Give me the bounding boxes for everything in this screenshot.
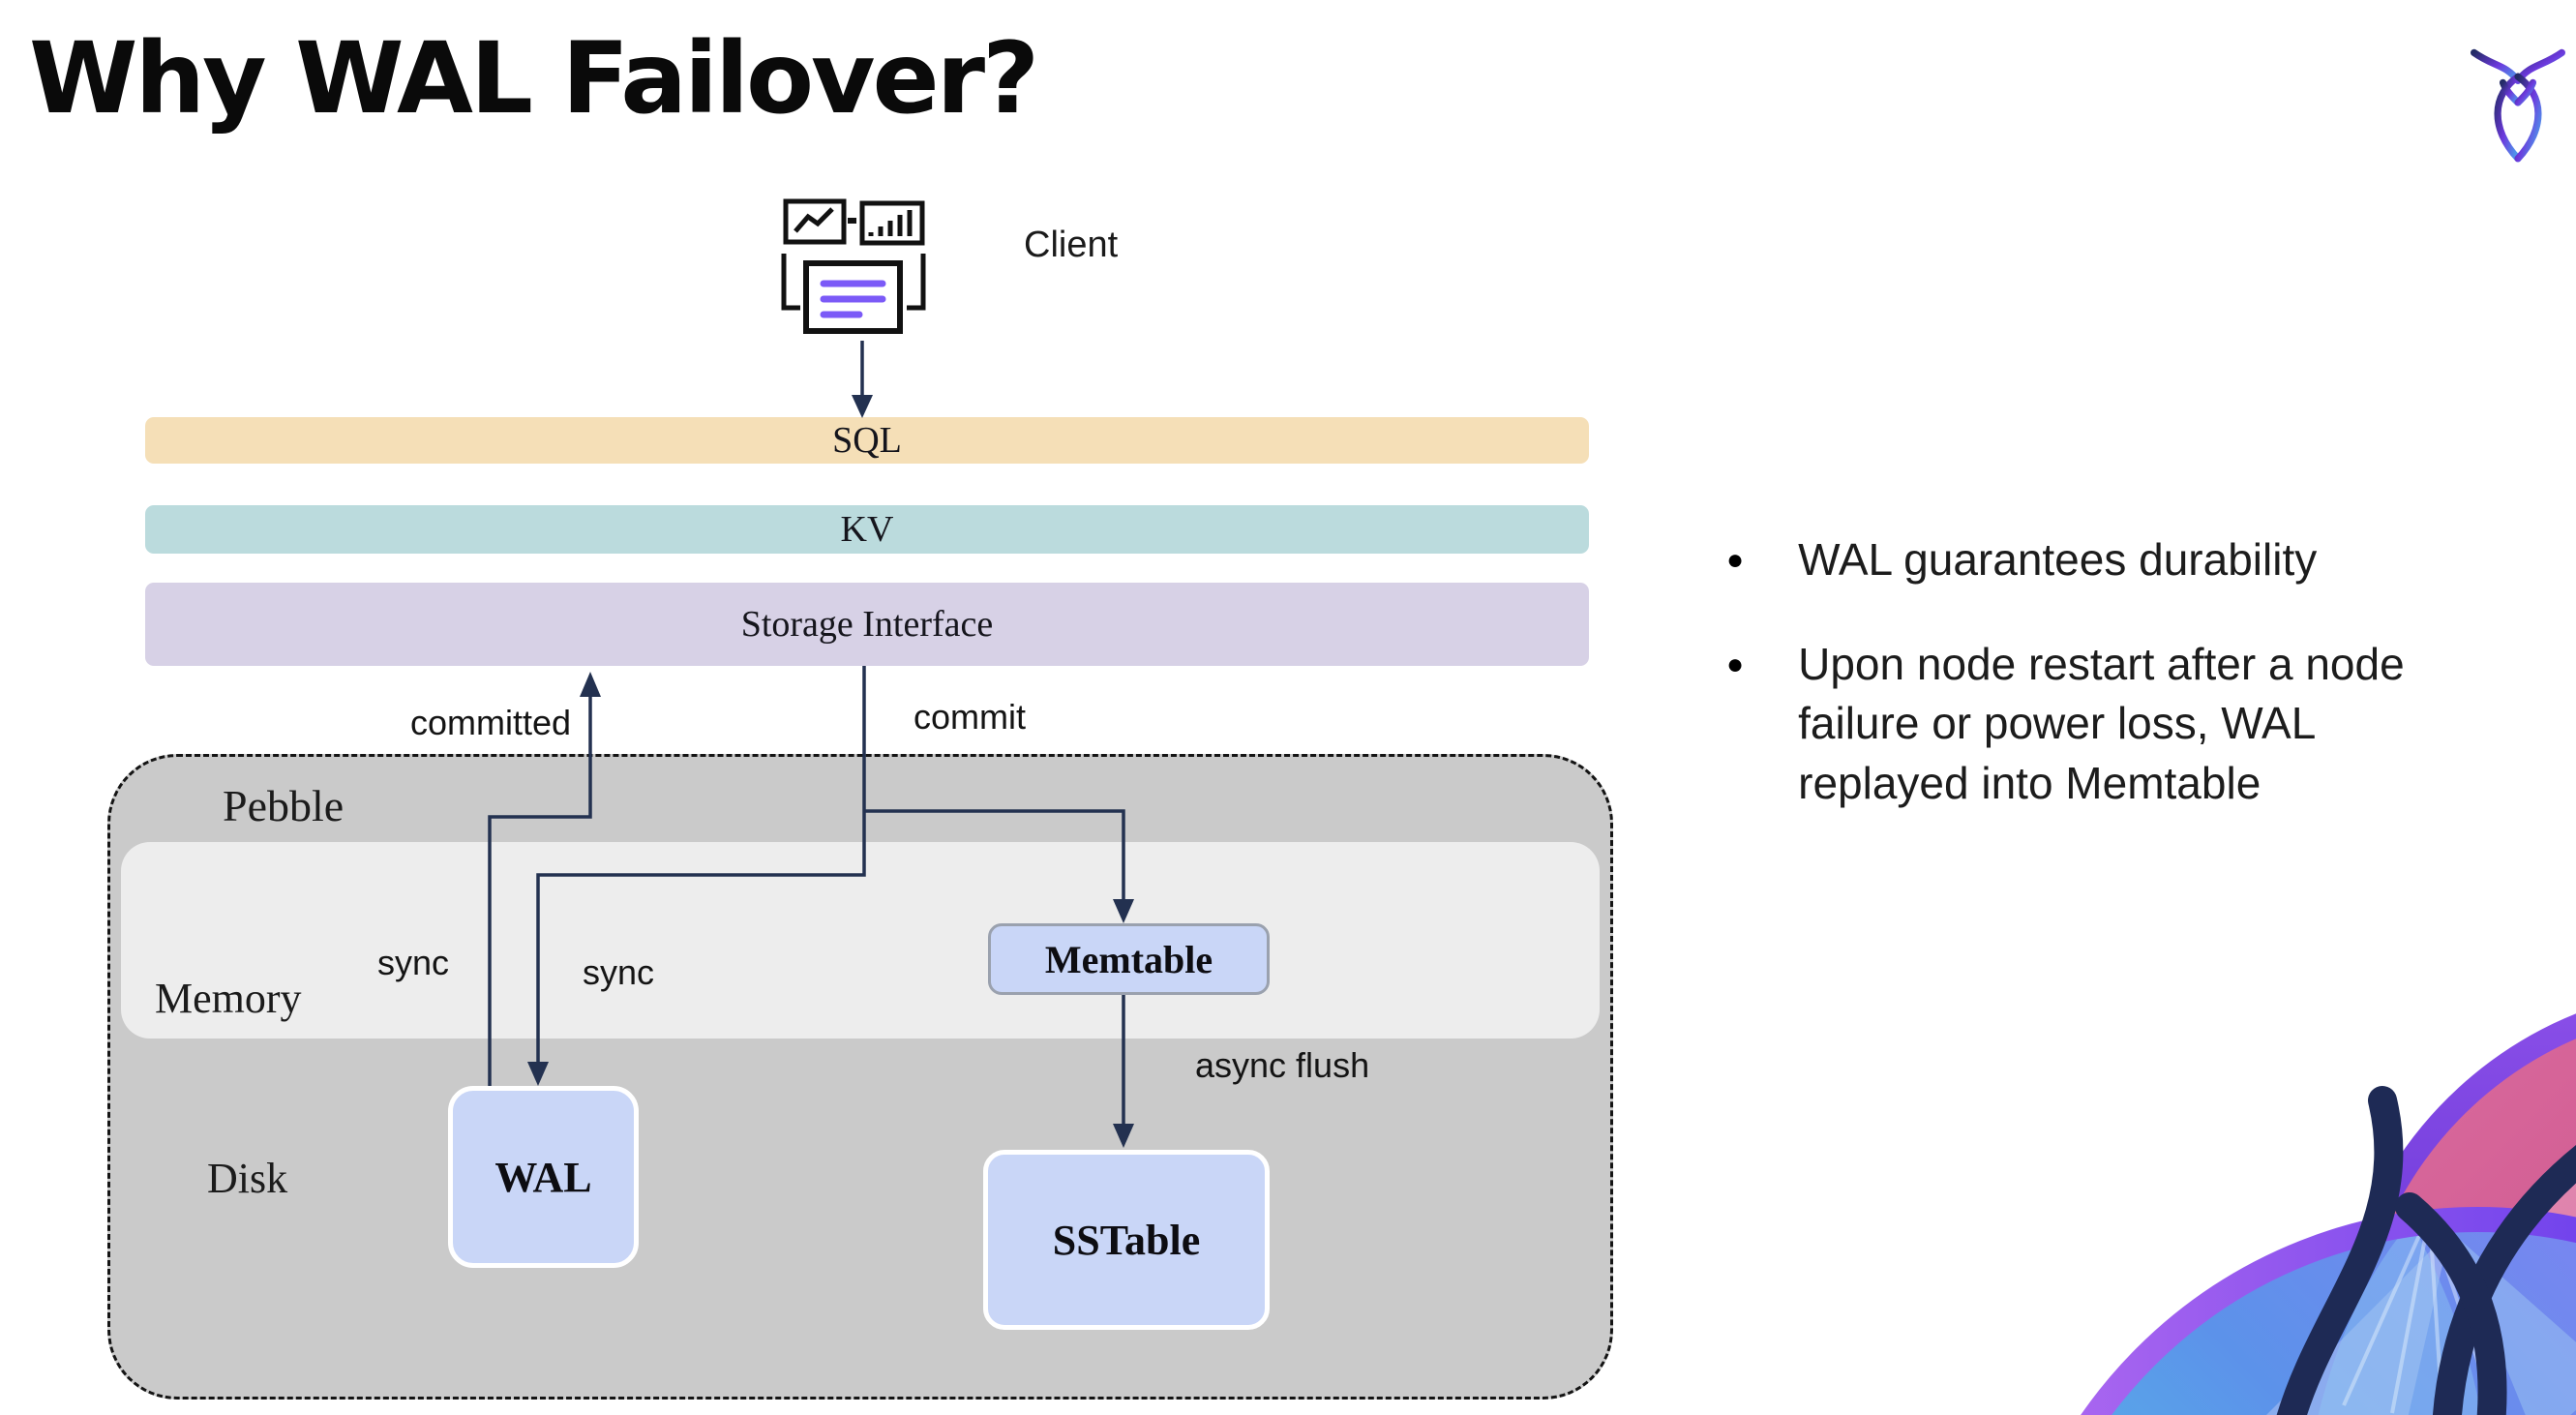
layer-kv: KV — [145, 505, 1589, 554]
page-title: Why WAL Failover? — [29, 21, 1039, 136]
memtable-node: Memtable — [988, 923, 1270, 995]
memory-region — [121, 842, 1600, 1039]
layer-kv-label: KV — [840, 509, 894, 550]
client-label: Client — [1024, 225, 1119, 265]
edge-label-sync-right: sync — [583, 952, 655, 992]
bullet-text: WAL guarantees durability — [1798, 534, 2318, 585]
layer-storage-label: Storage Interface — [740, 604, 994, 645]
disk-label: Disk — [207, 1155, 288, 1202]
edge-label-committed: committed — [410, 703, 572, 742]
brand-art — [2081, 1013, 2576, 1415]
list-item: ● WAL guarantees durability — [1726, 530, 2462, 590]
memory-label: Memory — [155, 975, 302, 1022]
cockroachdb-logo-icon — [2470, 48, 2566, 163]
wal-node: WAL — [448, 1086, 639, 1268]
pebble-label: Pebble — [223, 781, 344, 830]
bullet-list: ● WAL guarantees durability ● Upon node … — [1726, 530, 2462, 858]
edge-label-commit: commit — [914, 697, 1026, 737]
memtable-label: Memtable — [1044, 937, 1213, 981]
layer-sql: SQL — [145, 417, 1589, 464]
bullet-icon: ● — [1726, 647, 1745, 680]
client-icon — [781, 198, 926, 334]
list-item: ● Upon node restart after a node failure… — [1726, 635, 2462, 814]
layer-sql-label: SQL — [832, 420, 902, 461]
sstable-node: SSTable — [983, 1150, 1270, 1330]
sstable-label: SSTable — [1052, 1216, 1201, 1264]
bullet-icon: ● — [1726, 544, 1745, 576]
bullet-text: Upon node restart after a node failure o… — [1798, 638, 2405, 808]
edge-label-sync-left: sync — [377, 943, 450, 982]
edge-label-async-flush: async flush — [1195, 1045, 1370, 1085]
wal-label: WAL — [494, 1153, 592, 1201]
layer-storage-interface: Storage Interface — [145, 583, 1589, 666]
